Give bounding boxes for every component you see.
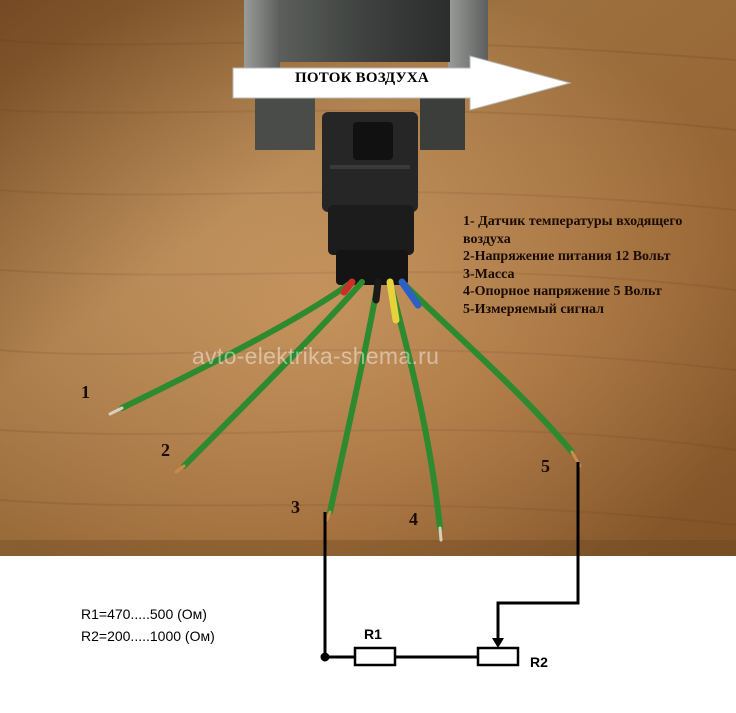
circuit: [320, 462, 580, 667]
wire-number-5: 5: [541, 456, 550, 476]
resistor-r2: [476, 646, 520, 667]
pinout-legend: 1- Датчик температуры входящего воздуха …: [463, 213, 733, 319]
legend-line: 1- Датчик температуры входящего: [463, 214, 683, 229]
wire-5: [399, 279, 575, 455]
wire-number-3: 3: [291, 497, 300, 517]
circuit-wire-right: [496, 462, 580, 638]
wire-number-4: 4: [409, 509, 418, 529]
wire-number-2: 2: [161, 440, 170, 460]
sensor-housing: [244, 0, 488, 150]
wire-1: [119, 279, 355, 411]
legend-line: 4-Опорное напряжение 5 Вольт: [463, 284, 662, 300]
wires: [108, 278, 582, 542]
resistor-label-r1: R1: [364, 626, 382, 642]
legend-line: 3-Масса: [463, 266, 515, 282]
shadow-band: [0, 540, 736, 556]
legend-line: 5-Измеряемый сигнал: [463, 301, 605, 317]
junction-dot: [320, 652, 330, 662]
connector: [322, 112, 418, 285]
wire-3: [327, 279, 381, 515]
resistor-label-r2: R2: [530, 654, 548, 670]
airflow-label: ПОТОК ВОЗДУХА: [295, 70, 429, 86]
wiper-arrow: [492, 638, 504, 648]
formula-r2: R2=200.....1000 (Ом): [81, 628, 215, 644]
airflow-arrow: [232, 55, 572, 111]
legend-line: 2-Напряжение питания 12 Вольт: [463, 249, 671, 265]
wire-number-1: 1: [81, 382, 90, 402]
resistor-r1: [353, 646, 397, 667]
wire-2: [181, 279, 365, 469]
legend-line: воздуха: [463, 231, 511, 247]
watermark: avto-elektrika-shema.ru: [192, 343, 440, 369]
formula-r1: R1=470.....500 (Ом): [81, 606, 207, 622]
